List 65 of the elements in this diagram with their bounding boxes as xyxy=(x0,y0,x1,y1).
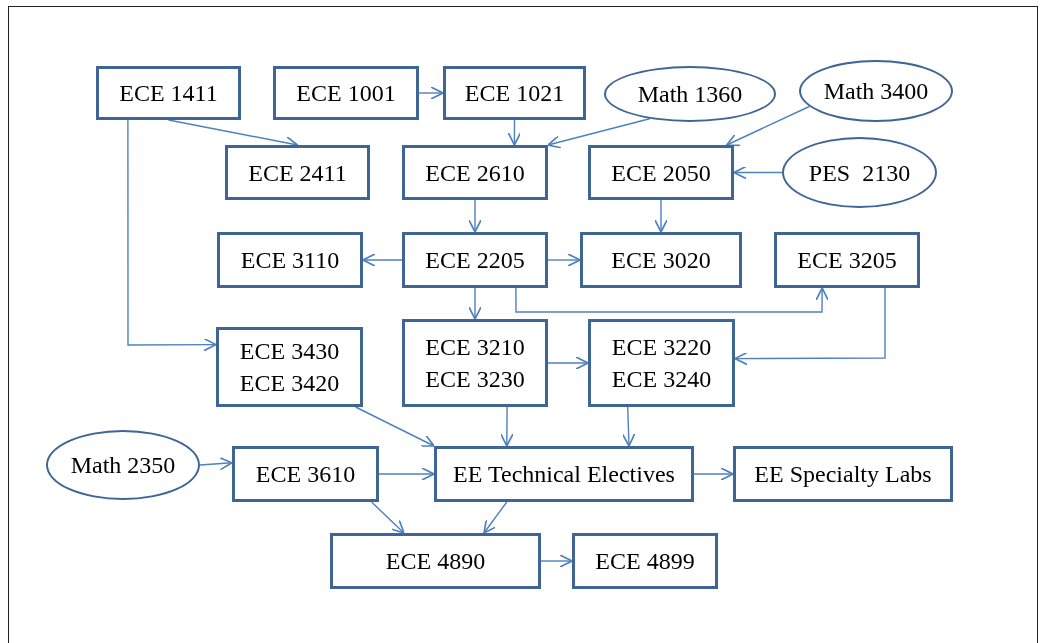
arrow xyxy=(547,356,589,370)
course-label: ECE 3210 xyxy=(425,333,525,362)
arrow xyxy=(693,467,734,481)
course-label: ECE 2050 xyxy=(611,158,711,188)
course-box xyxy=(572,533,718,589)
course-label: ECE 3205 xyxy=(797,246,897,275)
course-box xyxy=(232,446,379,502)
arrow xyxy=(725,105,810,147)
arrow xyxy=(621,406,636,447)
course-label: Math 3400 xyxy=(823,77,929,106)
course-label: ECE 1411 xyxy=(119,79,218,108)
course-label: ECE 2205 xyxy=(425,246,525,275)
course-label: EE Technical Electives xyxy=(453,460,675,489)
course-label: ECE 3430 xyxy=(239,337,340,366)
course-label: ECE 3110 xyxy=(240,246,340,275)
arrow xyxy=(507,119,522,146)
course-label: EE Specialty Labs xyxy=(754,460,932,489)
course-label: ECE 1021 xyxy=(464,79,565,108)
course-box xyxy=(443,66,586,120)
arrow xyxy=(654,199,668,233)
course-box xyxy=(96,66,241,120)
arrow xyxy=(199,456,233,471)
arrow xyxy=(733,165,783,180)
course-label: ECE 3610 xyxy=(255,460,356,489)
course-label: ECE 4899 xyxy=(595,547,695,576)
course-box xyxy=(588,319,735,407)
course-label: PES 2130 xyxy=(808,158,911,188)
course-box xyxy=(733,446,953,502)
course-box xyxy=(588,145,734,200)
arrow xyxy=(483,501,508,534)
course-box xyxy=(273,66,419,120)
arrow xyxy=(378,467,435,481)
course-box xyxy=(402,145,548,200)
arrow xyxy=(468,199,482,233)
course-box xyxy=(774,232,920,288)
course-label: ECE 1001 xyxy=(296,79,396,108)
course-box xyxy=(580,232,742,288)
course-label: ECE 3230 xyxy=(425,365,525,394)
course-label: ECE 3020 xyxy=(611,246,711,275)
arrow xyxy=(362,253,403,267)
arrow xyxy=(540,554,573,568)
course-label: Math 1360 xyxy=(637,80,743,109)
arrow xyxy=(734,287,886,366)
course-box xyxy=(217,232,363,288)
arrow xyxy=(500,406,514,447)
arrow xyxy=(547,253,581,267)
course-label: ECE 3240 xyxy=(611,365,712,394)
course-label: ECE 3220 xyxy=(611,333,712,362)
course-label: Math 2350 xyxy=(70,451,176,480)
course-box xyxy=(225,145,370,200)
course-box xyxy=(402,319,548,407)
arrow xyxy=(515,287,829,313)
arrow xyxy=(468,287,482,320)
arrow xyxy=(127,119,217,352)
course-box xyxy=(330,533,541,589)
arrow xyxy=(418,86,444,100)
arrow xyxy=(354,406,435,447)
course-box xyxy=(434,446,694,502)
arrow xyxy=(370,501,405,534)
course-label: ECE 2610 xyxy=(425,158,525,188)
course-box xyxy=(216,327,363,407)
course-label: ECE 3420 xyxy=(239,369,340,398)
course-label: ECE 2411 xyxy=(248,158,347,188)
course-label: ECE 4890 xyxy=(385,547,486,576)
course-box xyxy=(402,232,548,288)
